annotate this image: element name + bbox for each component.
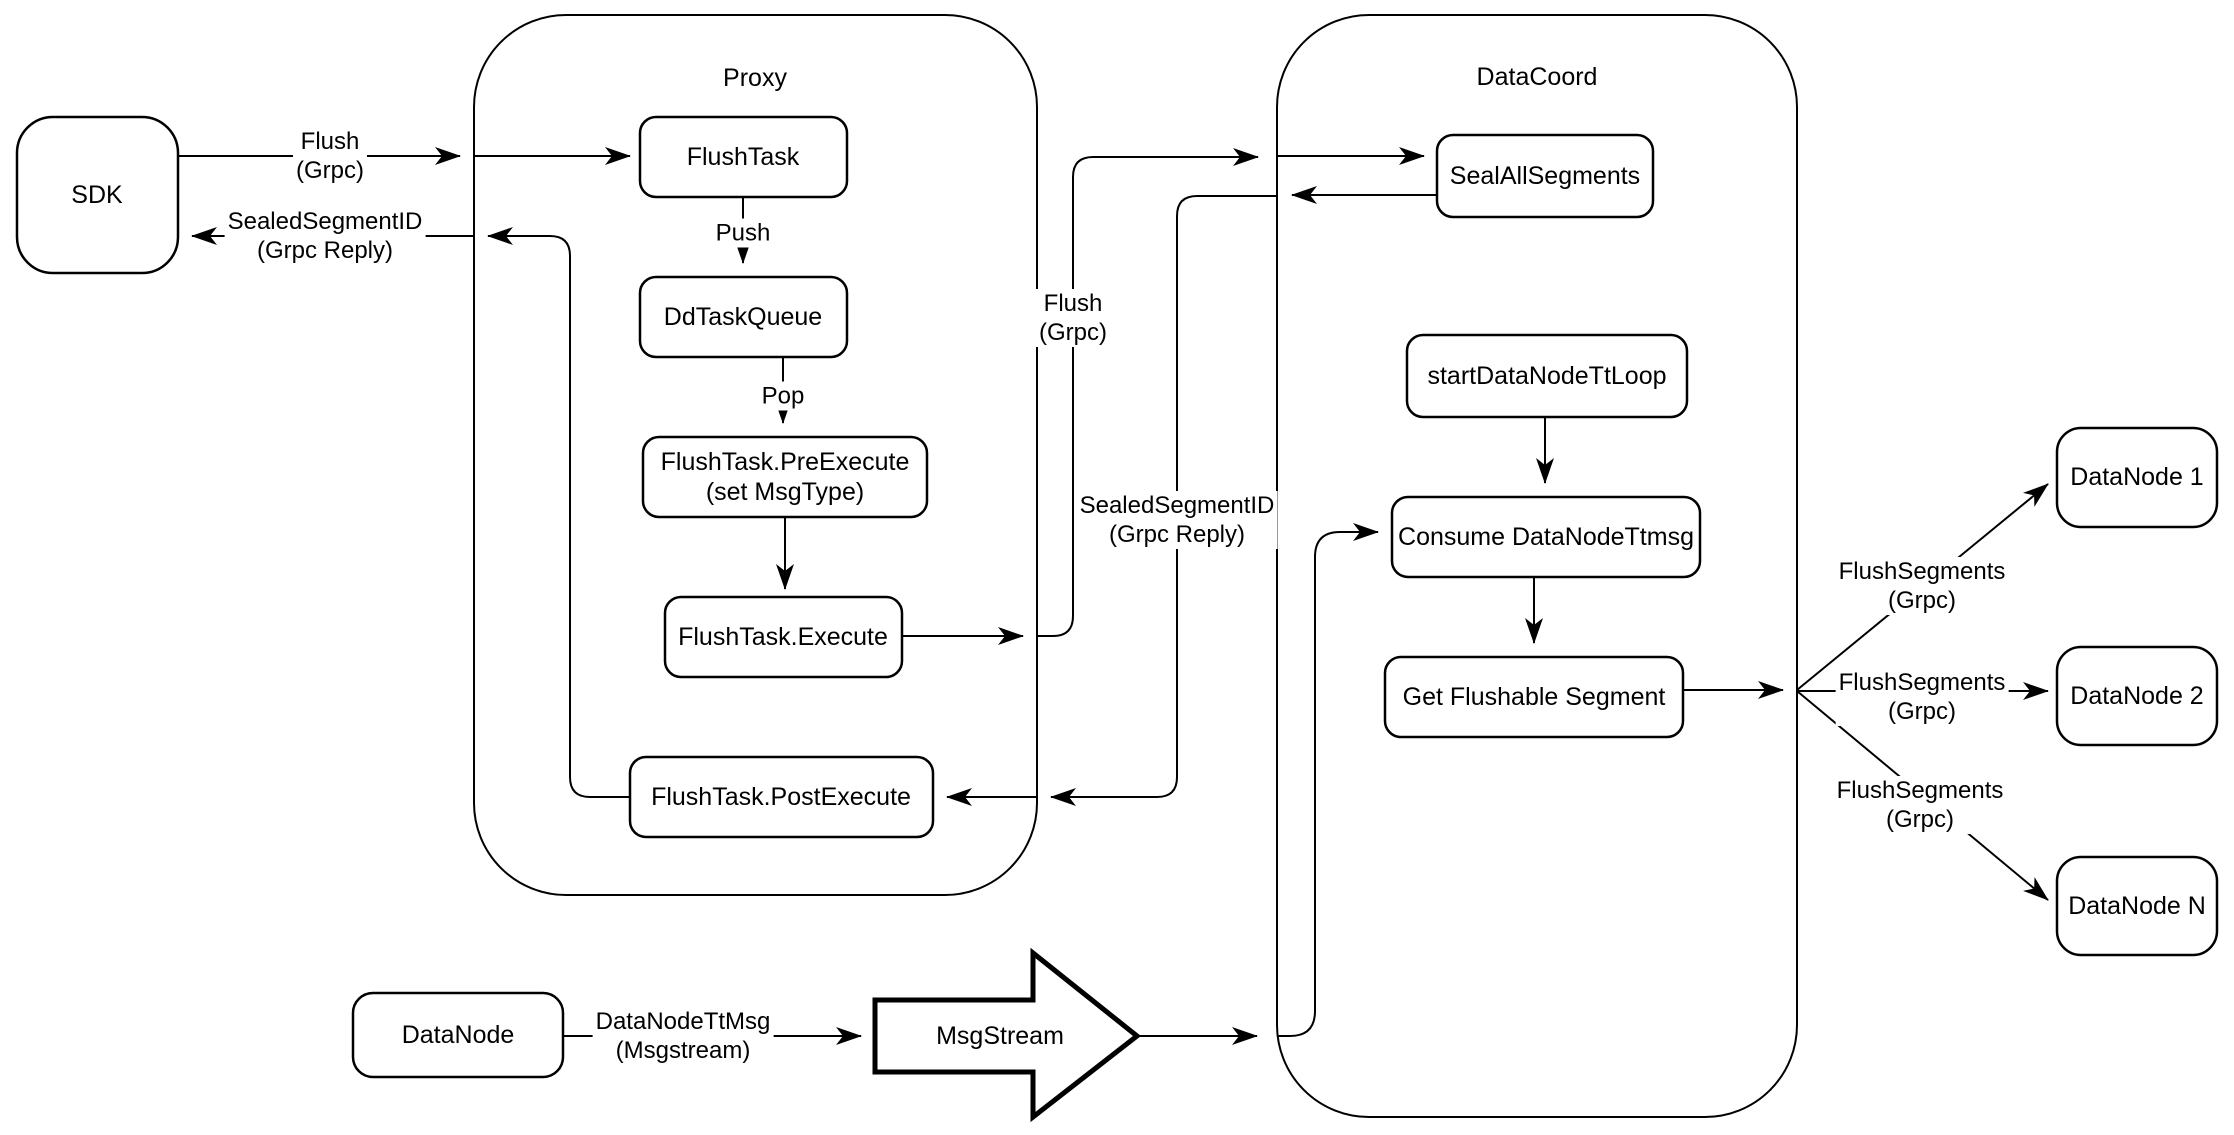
- edge-label-push: Push: [712, 218, 774, 248]
- edge-label-sealedsegmentid-reply-mid-line1: SealedSegmentID: [1079, 492, 1275, 519]
- node-flushtask: [638, 115, 849, 199]
- startdatanodettloop-label: startDataNodeTtLoop: [1427, 362, 1667, 390]
- proxy-title: Proxy: [723, 64, 787, 92]
- preexecute-label-line2: (set MsgType): [705, 478, 865, 506]
- edge-msgstream-up-to-consume: [1277, 523, 1379, 1037]
- getflushablesegment-label: Get Flushable Segment: [1402, 683, 1666, 711]
- edge-label-flush-grpc-mid-line1: Flush: [1043, 290, 1103, 317]
- edge-label-flushsegments-1: FlushSegments (Grpc): [1835, 557, 2009, 615]
- edge-label-datanodettmsg: DataNodeTtMsg (Msgstream): [592, 1007, 774, 1065]
- node-datanode-bottom: [351, 991, 565, 1079]
- edge-label-sealedsegmentid-reply-sdk-line1: SealedSegmentID: [227, 208, 423, 235]
- node-preexecute: [641, 435, 929, 519]
- edge-label-flushsegments-3-line1: FlushSegments: [1836, 777, 2004, 804]
- msgstream-label: MsgStream: [936, 1022, 1064, 1050]
- node-consumedatanodettmsg: [1390, 495, 1702, 579]
- sealallsegments-label: SealAllSegments: [1449, 162, 1641, 190]
- edge-label-flush-grpc: Flush (Grpc): [293, 127, 367, 185]
- edge-label-pop: Pop: [758, 381, 808, 411]
- edge-label-flushsegments-1-line2: (Grpc): [1888, 587, 1956, 614]
- edge-label-flush-grpc-line2: (Grpc): [296, 157, 364, 184]
- proxy-container: [473, 14, 1038, 896]
- edge-label-flushsegments-2-line2: (Grpc): [1888, 698, 1956, 725]
- edge-label-sealedsegmentid-reply-sdk: SealedSegmentID (Grpc Reply): [224, 207, 426, 265]
- node-datanode1: [2055, 426, 2219, 529]
- edge-label-datanodettmsg-line1: DataNodeTtMsg: [595, 1008, 771, 1035]
- edge-label-flushsegments-2: FlushSegments (Grpc): [1835, 668, 2009, 726]
- node-sdk: [15, 115, 180, 275]
- datanoden-label: DataNode N: [2068, 892, 2206, 920]
- edge-label-sealedsegmentid-reply-mid-line2: (Grpc Reply): [1108, 521, 1246, 548]
- node-datanode2: [2055, 645, 2219, 747]
- edge-label-flushsegments-2-line1: FlushSegments: [1838, 669, 2006, 696]
- ddtaskqueue-label: DdTaskQueue: [663, 303, 823, 331]
- edge-label-flushsegments-3: FlushSegments (Grpc): [1833, 776, 2007, 834]
- edge-label-flush-grpc-mid-line2: (Grpc): [1039, 319, 1107, 346]
- sdk-label: SDK: [71, 181, 123, 209]
- datacoord-container: [1276, 14, 1798, 1118]
- flushtask-label: FlushTask: [686, 143, 800, 171]
- edge-label-flushsegments-1-line1: FlushSegments: [1838, 558, 2006, 585]
- edge-label-datanodettmsg-line2: (Msgstream): [615, 1037, 751, 1064]
- edge-label-sealedsegmentid-reply-mid: SealedSegmentID (Grpc Reply): [1076, 491, 1278, 549]
- node-postexecute: [628, 755, 935, 839]
- preexecute-label: FlushTask.PreExecute (set MsgType): [661, 447, 910, 507]
- edge-label-sealedsegmentid-reply-sdk-line2: (Grpc Reply): [256, 237, 394, 264]
- execute-label: FlushTask.Execute: [678, 623, 888, 651]
- consumedatanodettmsg-label: Consume DataNodeTtmsg: [1398, 523, 1694, 551]
- edge-label-flush-grpc-mid: Flush (Grpc): [1036, 289, 1110, 347]
- node-startdatanodettloop: [1405, 333, 1689, 419]
- node-datanoden: [2055, 855, 2219, 957]
- edge-postexecute-up-to-proxy-edge: [487, 227, 630, 798]
- msgstream-block-arrow: [872, 947, 1142, 1123]
- node-ddtaskqueue: [638, 275, 849, 359]
- edge-label-flushsegments-3-line2: (Grpc): [1886, 806, 1954, 833]
- datanode2-label: DataNode 2: [2070, 682, 2204, 710]
- node-execute: [663, 595, 904, 679]
- preexecute-label-line1: FlushTask.PreExecute: [660, 448, 910, 476]
- edge-label-flush-grpc-line1: Flush: [300, 128, 360, 155]
- datacoord-title: DataCoord: [1476, 63, 1598, 91]
- edge-flush-up-to-datacoord: [1037, 148, 1259, 637]
- node-sealallsegments: [1435, 133, 1655, 219]
- postexecute-label: FlushTask.PostExecute: [651, 783, 911, 811]
- datanode-bottom-label: DataNode: [401, 1021, 515, 1049]
- datanode1-label: DataNode 1: [2070, 463, 2204, 491]
- node-getflushablesegment: [1383, 655, 1685, 739]
